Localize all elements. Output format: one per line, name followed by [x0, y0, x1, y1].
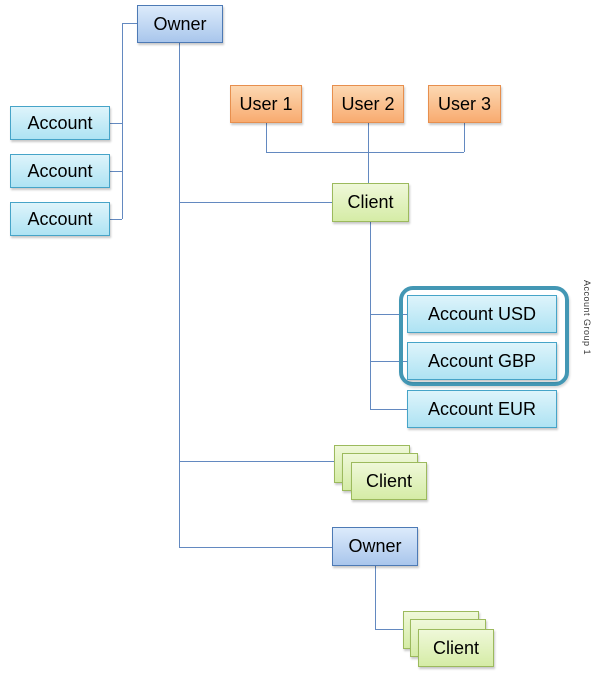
connector-user-2-to-client [368, 123, 369, 183]
connector-owner-trunk [179, 43, 180, 547]
connector-account-2 [110, 171, 122, 172]
connector-users-bar [266, 152, 464, 153]
client-stack-2-node: Client [418, 629, 494, 667]
connector-account-1 [110, 123, 122, 124]
connector-owner-left [122, 23, 137, 24]
connector-to-account-gbp [370, 361, 407, 362]
connector-to-account-usd [370, 314, 407, 315]
connector-user-3-drop [464, 123, 465, 152]
client-stack-1-node: Client [351, 462, 427, 500]
account-node-3: Account [10, 202, 110, 236]
connector-to-client-stack-2 [375, 629, 403, 630]
account-node-1: Account [10, 106, 110, 140]
connector-to-client [179, 202, 332, 203]
connector-to-owner-mid [179, 547, 332, 548]
user-3-node: User 3 [428, 85, 501, 123]
connector-user-1-drop [266, 123, 267, 152]
connector-to-client-stack-1 [179, 461, 334, 462]
connector-accounts-trunk [122, 23, 123, 219]
connector-account-3 [110, 219, 122, 220]
user-2-node: User 2 [332, 85, 404, 123]
account-usd-node: Account USD [407, 295, 557, 333]
connector-to-account-eur [370, 409, 407, 410]
account-group-frame [399, 286, 569, 386]
user-1-node: User 1 [230, 85, 302, 123]
connector-owner-mid-drop [375, 566, 376, 629]
account-gbp-node: Account GBP [407, 342, 557, 380]
owner-top-node: Owner [137, 5, 223, 43]
account-eur-node: Account EUR [407, 390, 557, 428]
owner-mid-node: Owner [332, 527, 418, 566]
connector-client-trunk [370, 222, 371, 409]
account-node-2: Account [10, 154, 110, 188]
account-group-label: Account Group 1 [582, 280, 592, 356]
client-main-node: Client [332, 183, 409, 222]
